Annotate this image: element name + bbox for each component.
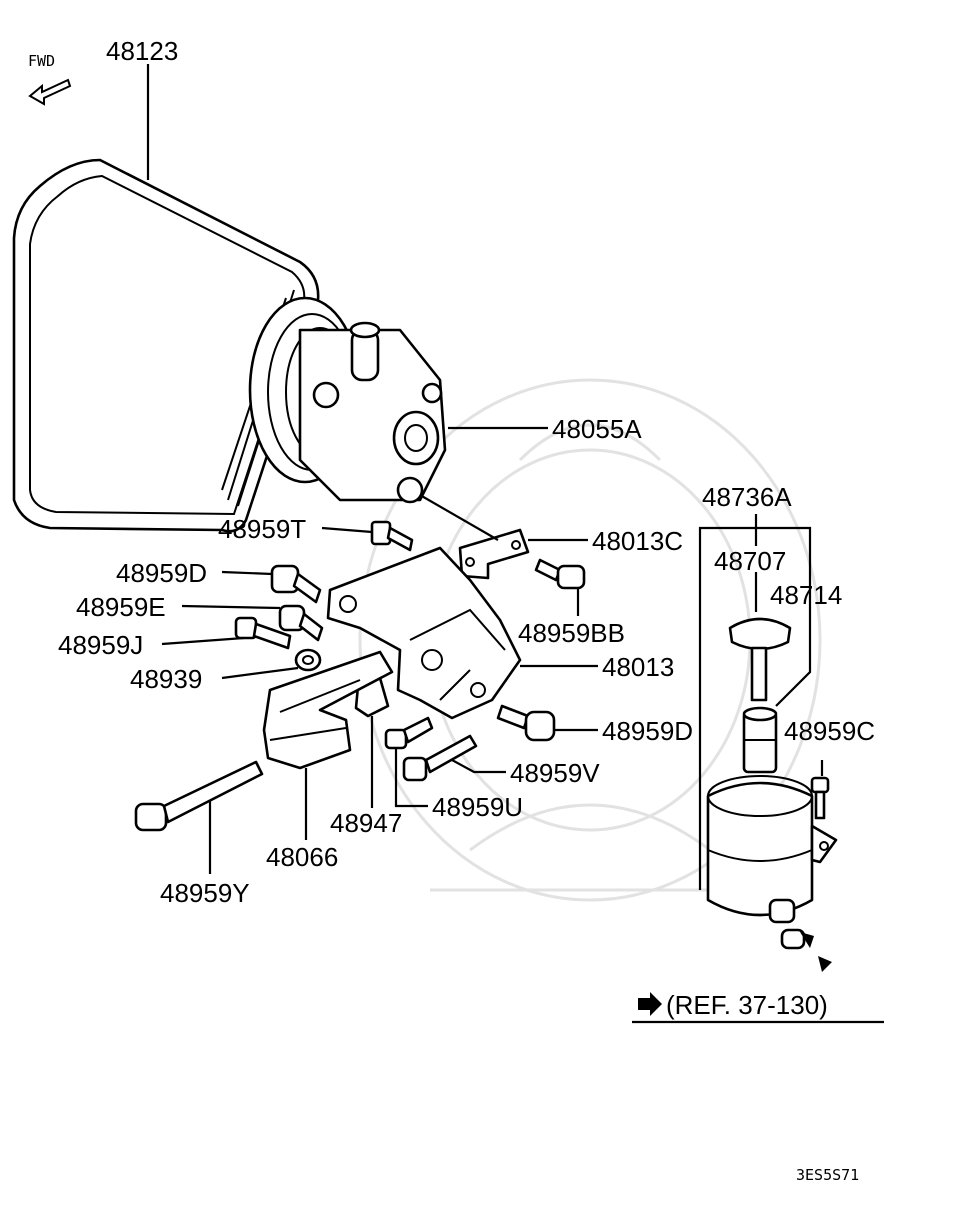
diagram-code: 3ES5S71 xyxy=(796,1166,859,1184)
label-48055A: 48055A xyxy=(552,414,642,444)
label-48959U: 48959U xyxy=(432,792,523,822)
brace: 48066 xyxy=(262,650,394,872)
label-48939: 48939 xyxy=(130,664,202,694)
nut-block: 48947 xyxy=(330,676,402,838)
label-48959Y: 48959Y xyxy=(160,878,250,908)
label-48707: 48707 xyxy=(714,546,786,576)
bolt-u: 48959U xyxy=(384,716,523,822)
label-48123: 48123 xyxy=(106,36,178,66)
bolt-v: 48959V xyxy=(402,734,600,788)
bolt-bb: 48959BB xyxy=(518,558,625,648)
reference-arrow-icon xyxy=(638,992,662,1016)
small-bracket: 48013C xyxy=(419,494,683,580)
label-48959T: 48959T xyxy=(218,514,306,544)
label-48959BB: 48959BB xyxy=(518,618,625,648)
fwd-arrow-icon: FWD xyxy=(28,52,72,106)
bolt-t: 48959T xyxy=(218,514,414,552)
drive-belt: 48123 xyxy=(12,36,320,533)
main-bracket: 48013 xyxy=(326,546,674,720)
bolt-j: 48959J xyxy=(58,616,292,660)
bolt-c: 48959C xyxy=(784,716,875,820)
bolt-e: 48959E xyxy=(76,592,324,642)
label-48013C: 48013C xyxy=(592,526,683,556)
reference-note: (REF. 37-130) xyxy=(632,990,884,1024)
label-48013: 48013 xyxy=(602,652,674,682)
label-48959J: 48959J xyxy=(58,630,143,660)
washer: 48939 xyxy=(130,648,322,694)
fwd-label: FWD xyxy=(28,52,55,70)
label-48947: 48947 xyxy=(330,808,402,838)
power-steering-pump: 48055A xyxy=(248,296,642,504)
bolt-d-right: 48959D xyxy=(496,704,693,746)
label-48959E: 48959E xyxy=(76,592,166,622)
watermark-emblem xyxy=(358,378,822,902)
label-48959D-left: 48959D xyxy=(116,558,207,588)
bolt-y: 48959Y xyxy=(134,760,264,908)
label-48066: 48066 xyxy=(266,842,338,872)
label-48714: 48714 xyxy=(770,580,842,610)
reservoir-assembly: 48736A 48707 48714 xyxy=(698,482,842,972)
label-48959D-right: 48959D xyxy=(602,716,693,746)
label-48959V: 48959V xyxy=(510,758,600,788)
label-48736A: 48736A xyxy=(702,482,792,512)
label-48959C: 48959C xyxy=(784,716,875,746)
reference-label: (REF. 37-130) xyxy=(666,990,828,1020)
bolt-d-left: 48959D xyxy=(116,558,322,604)
